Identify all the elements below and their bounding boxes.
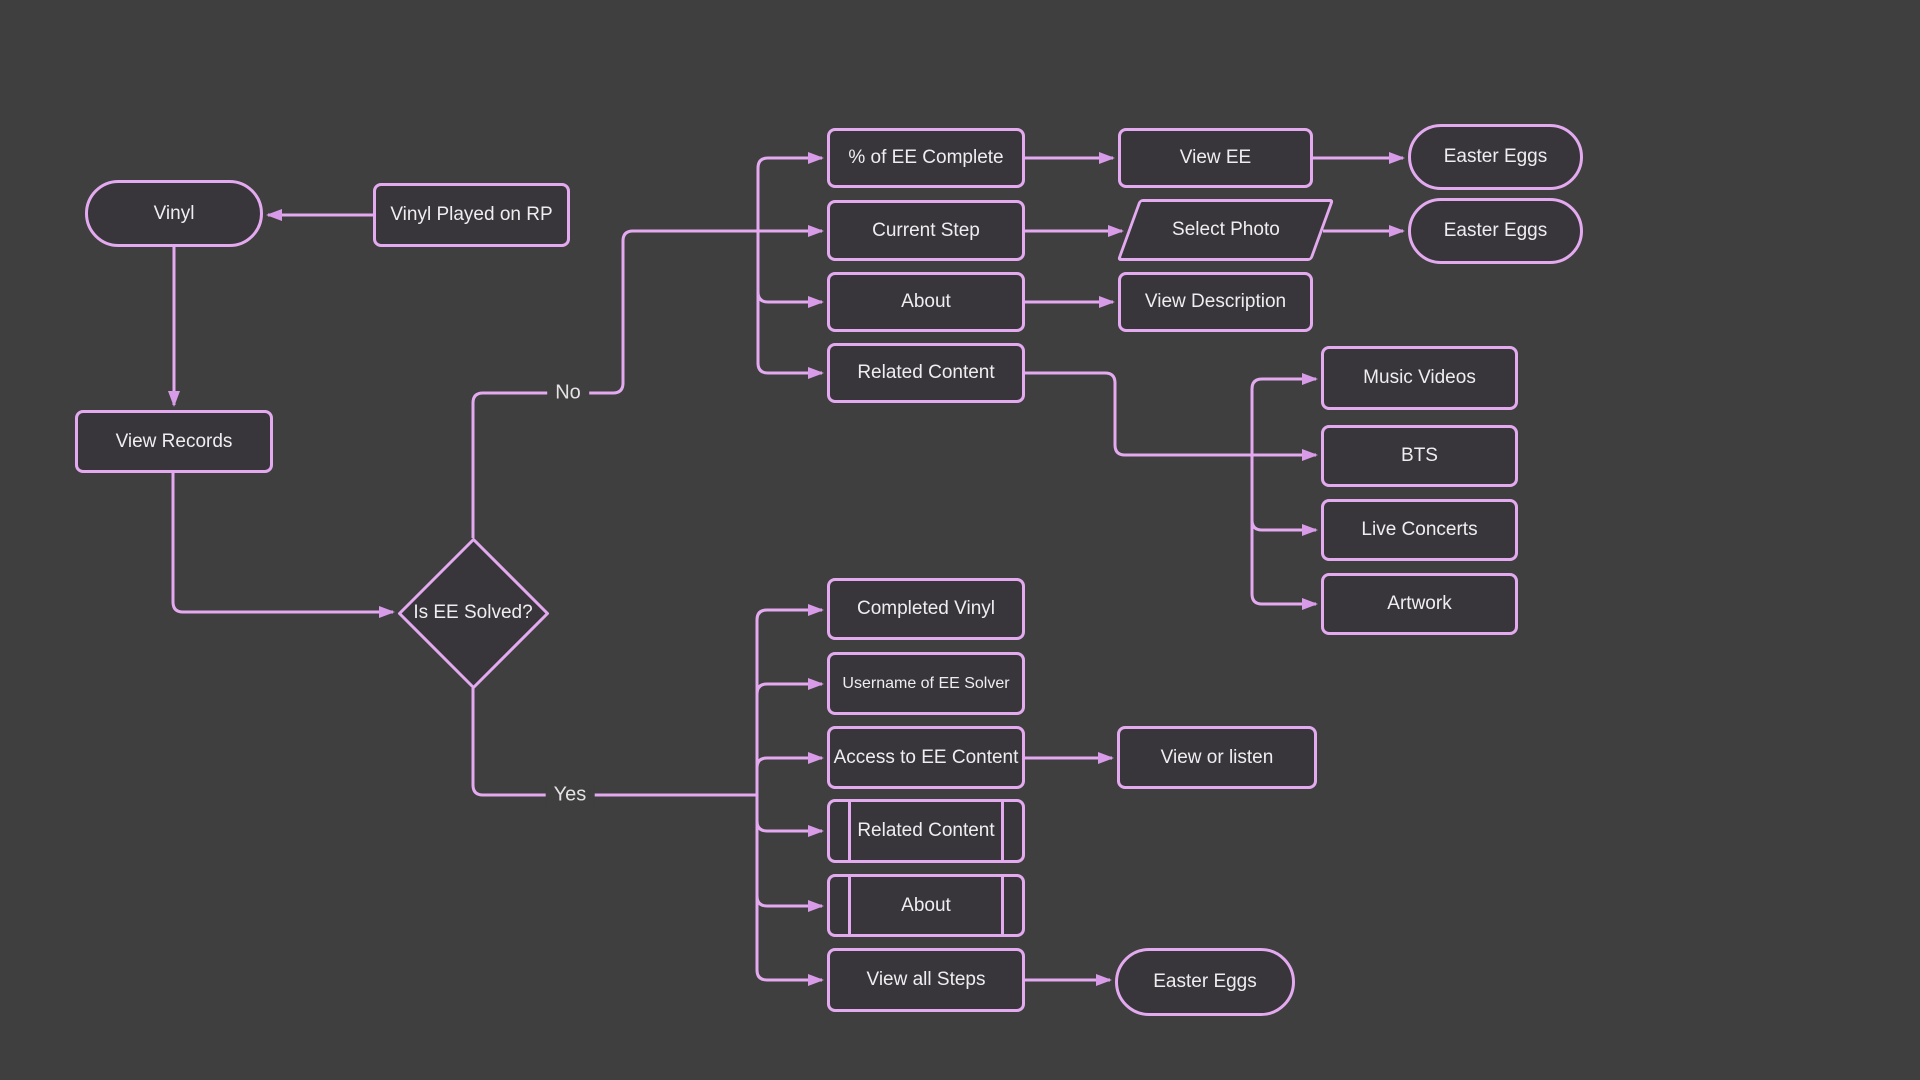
edge-yes-completedvinyl [755,604,824,795]
node-label: Music Videos [1363,367,1476,389]
node-label: About [901,894,951,916]
node-select-photo[interactable]: Select Photo [1116,199,1335,261]
node-label: Live Concerts [1361,519,1478,541]
edge-yes-trunk [471,688,757,797]
node-view-all-steps[interactable]: View all Steps [827,948,1025,1012]
node-easter-eggs-2[interactable]: Easter Eggs [1408,198,1583,264]
node-decision-label: Is EE Solved? [413,602,533,624]
node-label: Current Step [872,219,980,241]
edge-no-relatedcontent [756,231,824,379]
node-label: Related Content [857,820,995,842]
node-label: Access to EE Content [833,746,1019,768]
node-decision-shape[interactable] [398,538,549,689]
node-view-ee[interactable]: View EE [1118,128,1313,188]
edge-viewrecords-decision [171,473,395,618]
node-about-yes[interactable]: About [827,874,1025,937]
edge-label-no: No [547,379,589,407]
node-label: Vinyl Played on RP [390,204,553,226]
node-vinyl[interactable]: Vinyl [85,180,263,247]
node-pct-of-ee-complete[interactable]: % of EE Complete [827,128,1025,188]
node-label: Easter Eggs [1443,220,1548,242]
edge-yes-access [755,752,824,769]
node-label: View Records [115,430,233,452]
node-label: Select Photo [1171,219,1280,241]
node-related-content-no[interactable]: Related Content [827,343,1025,403]
node-label: Easter Eggs [1153,971,1257,993]
node-label: View Description [1144,291,1287,313]
node-label: % of EE Complete [848,147,1004,169]
edge-related-artwork [1250,455,1318,610]
node-view-description[interactable]: View Description [1118,272,1313,332]
node-artwork[interactable]: Artwork [1321,573,1518,635]
node-vinyl-played-on-rp[interactable]: Vinyl Played on RP [373,183,570,247]
node-completed-vinyl[interactable]: Completed Vinyl [827,578,1025,640]
node-label: Related Content [857,362,995,384]
node-view-or-listen[interactable]: View or listen [1117,726,1317,789]
node-label: View or listen [1160,746,1274,768]
edge-yes-relatedcontent [755,795,824,837]
node-live-concerts[interactable]: Live Concerts [1321,499,1518,561]
node-label: Vinyl [153,202,195,224]
node-username-of-ee-solver[interactable]: Username of EE Solver [827,652,1025,715]
edge-label-yes: Yes [545,781,595,809]
node-easter-eggs-3[interactable]: Easter Eggs [1115,948,1295,1016]
node-label: Artwork [1387,593,1452,615]
edge-no-about [756,231,824,308]
node-access-to-ee-content[interactable]: Access to EE Content [827,726,1025,789]
edge-yes-viewallsteps [755,795,824,986]
edge-yes-username [755,678,824,695]
node-music-videos[interactable]: Music Videos [1321,346,1518,410]
node-bts[interactable]: BTS [1321,425,1518,487]
edge-yes-about [755,895,824,912]
edge-no-currentstep [471,225,824,538]
node-label: Username of EE Solver [842,674,1010,692]
edge-related-musicvideos [1250,373,1318,455]
node-label: View all Steps [866,969,986,991]
node-label: BTS [1401,445,1438,467]
edge-related-bts [1025,371,1318,461]
node-label: Completed Vinyl [856,598,995,620]
edge-related-liveconcerts [1250,455,1318,536]
node-current-step[interactable]: Current Step [827,200,1025,261]
node-related-content-yes[interactable]: Related Content [827,799,1025,863]
node-view-records[interactable]: View Records [75,410,273,473]
node-easter-eggs-1[interactable]: Easter Eggs [1408,124,1583,190]
node-label: View EE [1179,147,1252,169]
node-label: About [901,291,951,313]
node-about-no[interactable]: About [827,272,1025,332]
edge-no-pctcomplete [756,152,824,231]
node-label: Easter Eggs [1443,146,1548,168]
